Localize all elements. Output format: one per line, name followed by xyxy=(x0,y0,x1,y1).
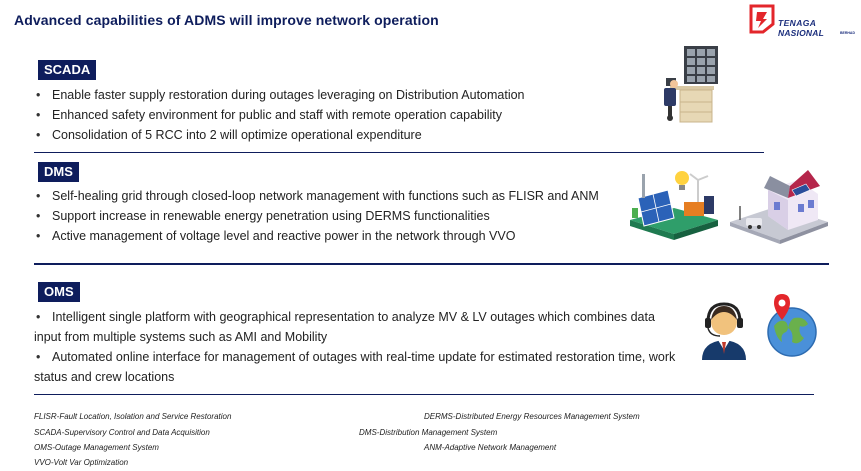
footnote-oms: OMS-Outage Management System xyxy=(34,443,159,452)
list-item: Support increase in renewable energy pen… xyxy=(34,206,599,226)
tnb-logo-icon xyxy=(749,4,775,34)
logo-text-nasional: NASIONAL xyxy=(778,28,824,38)
section-divider xyxy=(34,152,764,153)
footnote-vvo: VVO-Volt Var Optimization xyxy=(34,458,129,467)
list-item: Enhanced safety environment for public a… xyxy=(34,105,525,125)
globe-location-icon xyxy=(767,294,817,357)
list-item: Self-healing grid through closed-loop ne… xyxy=(34,186,599,206)
smart-house-icon xyxy=(730,170,828,244)
dms-bullet-list: Self-healing grid through closed-loop ne… xyxy=(34,186,599,246)
section-badge-dms: DMS xyxy=(38,162,79,182)
footnote-flisr: FLISR-Fault Location, Isolation and Serv… xyxy=(34,412,232,421)
list-item: Consolidation of 5 RCC into 2 will optim… xyxy=(34,125,525,145)
footnote-anm: ANM-Adaptive Network Management xyxy=(424,443,557,452)
operator-workstation-icon xyxy=(664,46,718,123)
section-badge-oms: OMS xyxy=(38,282,80,302)
footnote-scada: SCADA-Supervisory Control and Data Acqui… xyxy=(34,428,210,437)
tnb-logo: TENAGA NASIONAL BERHAD xyxy=(748,4,858,40)
page-title: Advanced capabilities of ADMS will impro… xyxy=(14,12,439,28)
oms-bullet-list: Intelligent single platform with geograp… xyxy=(34,307,684,387)
scada-bullet-list: Enable faster supply restoration during … xyxy=(34,85,525,145)
section-divider xyxy=(34,394,814,395)
logo-text-berhad: BERHAD xyxy=(840,31,855,35)
list-item: Intelligent single platform with geograp… xyxy=(34,307,684,347)
list-item: Automated online interface for managemen… xyxy=(34,347,684,387)
list-item: Active management of voltage level and r… xyxy=(34,226,599,246)
section-badge-scada: SCADA xyxy=(38,60,97,80)
headset-agent-icon xyxy=(702,302,746,360)
footnote-dms: DMS-Distribution Management System xyxy=(359,428,498,437)
list-item: Enable faster supply restoration during … xyxy=(34,85,525,105)
section-divider xyxy=(34,263,829,265)
footnote-derms: DERMS-Distributed Energy Resources Manag… xyxy=(424,412,640,421)
renewable-grid-icon xyxy=(630,171,718,240)
logo-text-tenaga: TENAGA xyxy=(778,18,817,28)
